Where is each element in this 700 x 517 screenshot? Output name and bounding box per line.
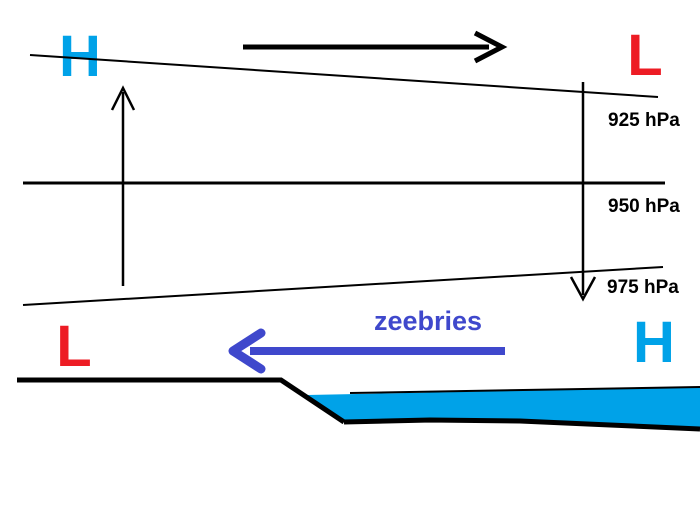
rising-air-arrow-up xyxy=(110,85,136,286)
sinking-air-arrow-down xyxy=(569,82,597,302)
isobar-950-label: 950 hPa xyxy=(608,196,680,217)
land-surface-and-slope-line xyxy=(17,377,346,425)
isobar-925-line xyxy=(29,54,659,98)
low-pressure-label-top-right: L xyxy=(627,23,662,88)
isobar-975-line xyxy=(22,266,664,306)
sea-breeze-group: zeebries xyxy=(228,306,505,374)
upper-flow-arrow-right xyxy=(243,30,508,64)
arrow-left-icon xyxy=(228,328,266,374)
sea-breeze-label: zeebries xyxy=(374,306,482,336)
sea-bottom-line xyxy=(343,417,700,432)
low-pressure-label-bottom-left: L xyxy=(56,314,91,379)
coastline-group xyxy=(17,377,700,432)
isobar-labels: 925 hPa 950 hPa 975 hPa xyxy=(607,110,680,298)
circulation-arrows xyxy=(110,30,597,302)
isobar-975-label: 975 hPa xyxy=(607,277,679,298)
arrow-right-icon xyxy=(473,30,508,64)
high-pressure-label-bottom-right: H xyxy=(633,310,675,375)
pressure-letters: H L L H xyxy=(56,23,675,379)
arrow-up-icon xyxy=(110,85,136,111)
isobar-lines xyxy=(22,54,665,306)
isobar-925-label: 925 hPa xyxy=(608,110,680,131)
arrow-down-icon xyxy=(569,276,597,302)
sea-surface-line xyxy=(349,386,700,394)
